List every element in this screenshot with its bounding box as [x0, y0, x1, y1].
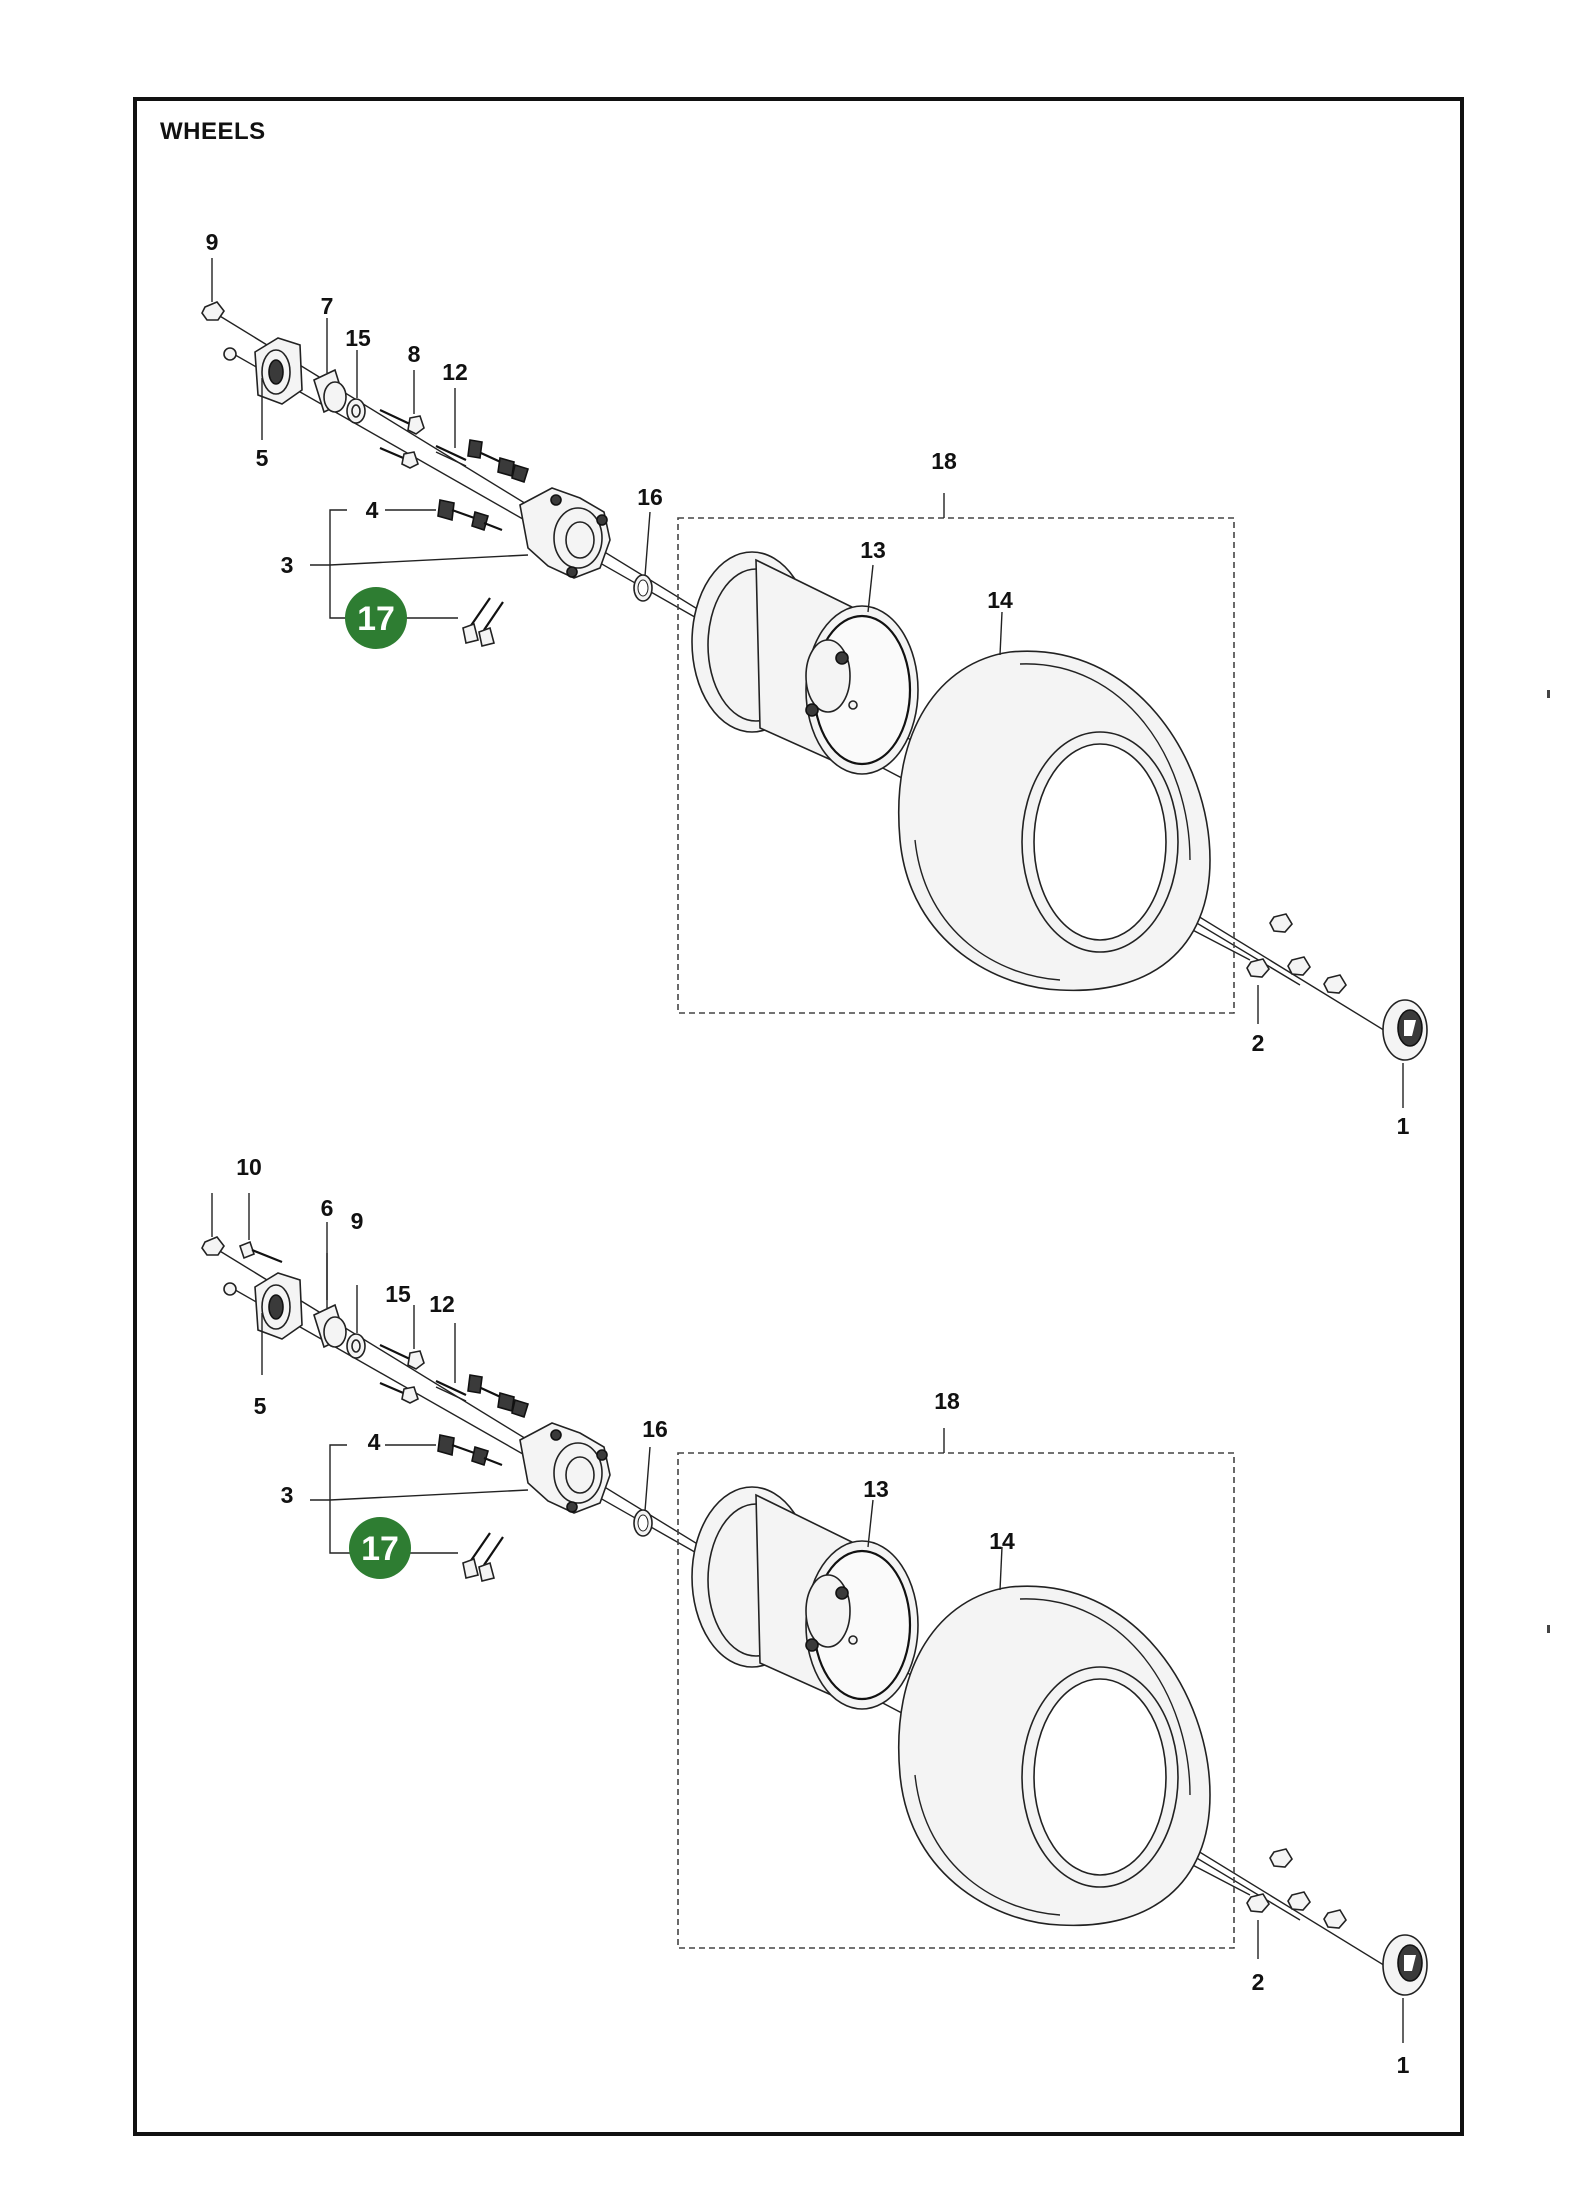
- callout-13-top: 13: [860, 537, 886, 563]
- callout-2-top: 2: [1252, 1030, 1265, 1056]
- callout-14-bottom: 14: [989, 1528, 1015, 1554]
- callout-4-top: 4: [366, 497, 379, 523]
- callout-15-bottom: 15: [385, 1281, 411, 1307]
- callout-18-top: 18: [931, 448, 957, 474]
- callout-15-top: 15: [345, 325, 371, 351]
- callout-5-bottom: 5: [254, 1393, 267, 1419]
- callout-18-bottom: 18: [934, 1388, 960, 1414]
- callout-6-bottom: 6: [321, 1195, 334, 1221]
- callout-1-bottom: 1: [1397, 2052, 1410, 2078]
- callout-17-badge-bottom: [349, 1517, 411, 1579]
- callout-14-top: 14: [987, 587, 1013, 613]
- callout-12-top: 12: [442, 359, 468, 385]
- page-title: WHEELS: [160, 118, 266, 145]
- callout-7-top: 7: [321, 293, 334, 319]
- callout-1-top: 1: [1397, 1113, 1410, 1139]
- callout-5-top: 5: [256, 445, 269, 471]
- edge-tick-mark: [1547, 1625, 1550, 1633]
- callout-10-bottom: 10: [236, 1154, 262, 1180]
- callout-16-top: 16: [637, 484, 663, 510]
- callout-12-bottom: 12: [429, 1291, 455, 1317]
- callout-17-top: 17: [357, 600, 395, 638]
- callout-9-bottom: 9: [351, 1208, 364, 1234]
- callout-3-top: 3: [281, 552, 294, 578]
- edge-tick-mark: [1547, 690, 1550, 698]
- callout-3-bottom: 3: [281, 1482, 294, 1508]
- callout-17-bottom: 17: [361, 1530, 399, 1568]
- callout-2-bottom: 2: [1252, 1969, 1265, 1995]
- callout-9-top: 9: [206, 229, 219, 255]
- wheel-assembly-top: 17 9 7 15 8 12 5 4 3 16 18 13 14 2 1: [200, 229, 1429, 1139]
- callout-4-bottom: 4: [368, 1429, 381, 1455]
- callout-16-bottom: 16: [642, 1416, 668, 1442]
- diagram-frame: [133, 97, 1464, 2136]
- wheel-assembly-bottom: 17 10 6 9 15 12 5 4 3 16 18 13 14 2 1: [200, 1154, 1429, 2078]
- callout-17-badge-top: [345, 587, 407, 649]
- callout-13-bottom: 13: [863, 1476, 889, 1502]
- callout-8-top: 8: [408, 341, 421, 367]
